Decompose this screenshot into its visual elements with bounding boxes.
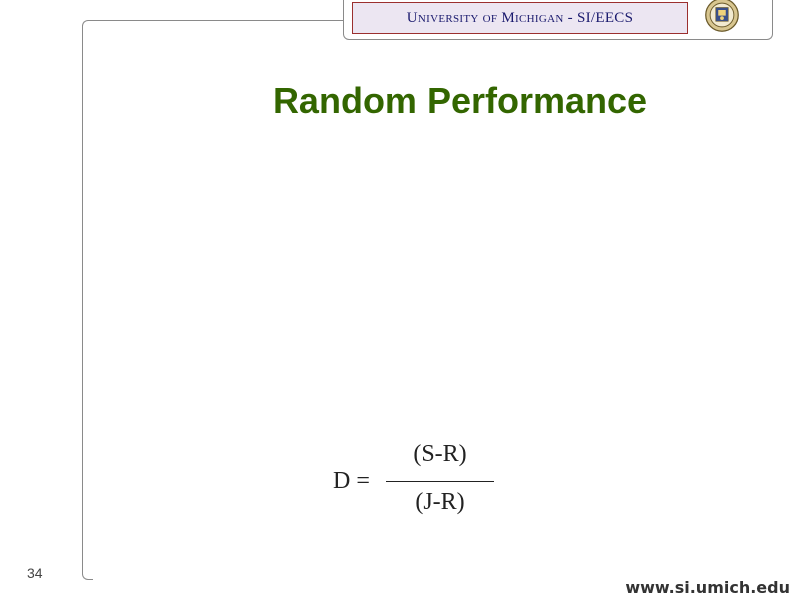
equation-denominator: (J-R) <box>415 489 465 515</box>
equation-numerator: (S-R) <box>413 441 467 467</box>
header-banner: University of Michigan - SI/EECS <box>352 2 688 34</box>
slide-frame-top <box>88 20 344 21</box>
equation-lhs: D = <box>333 468 370 494</box>
equation-fraction-bar <box>386 481 494 482</box>
header-banner-text: University of Michigan - SI/EECS <box>406 9 634 26</box>
slide-title: Random Performance <box>272 80 648 121</box>
footer-url: www.si.umich.edu <box>625 578 790 597</box>
slide-number: 34 <box>27 565 43 581</box>
slide-frame-left <box>82 20 93 580</box>
university-seal-icon <box>690 0 754 40</box>
